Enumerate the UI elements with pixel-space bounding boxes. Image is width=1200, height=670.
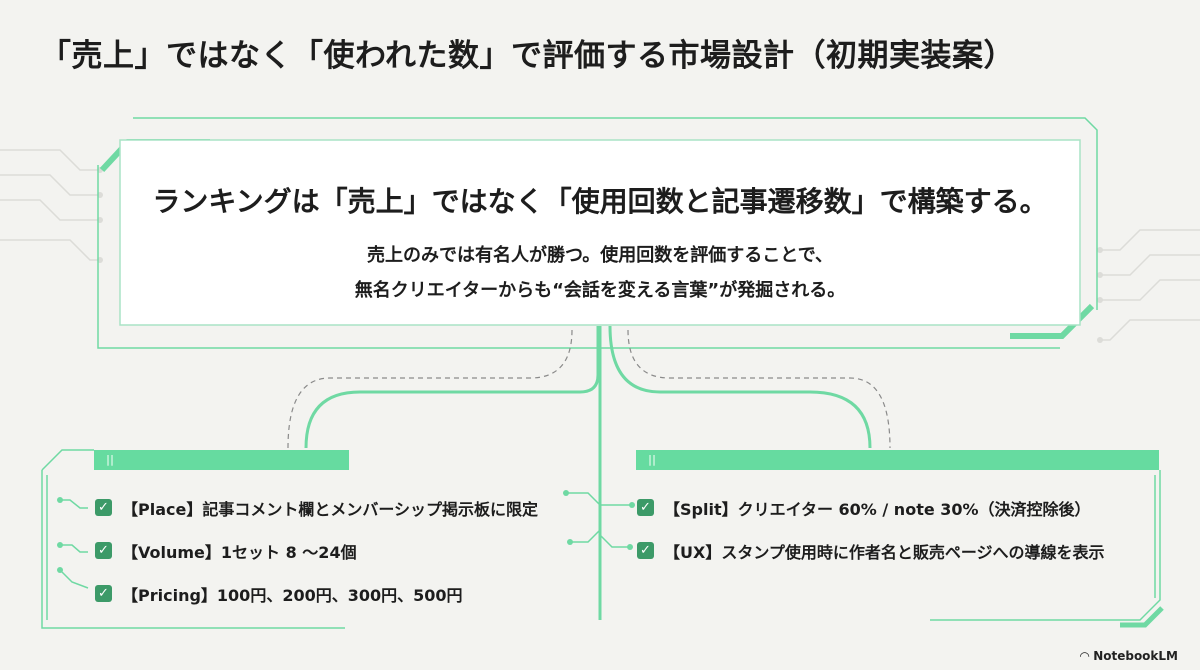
checkbox-icon: ✓ [637, 499, 654, 516]
list-item-text: 【Pricing】100円、200円、300円、500円 [122, 585, 463, 605]
hero-body: 売上のみでは有名人が勝つ。使用回数を評価することで、 無名クリエイターからも“会… [120, 238, 1080, 308]
hero-callout: ランキングは「売上」ではなく「使用回数と記事遷移数」で構築する。 売上のみでは有… [120, 140, 1080, 325]
list-item-ux: ✓ 【UX】スタンプ使用時に作者名と販売ページへの導線を表示 [637, 529, 1105, 572]
list-item-volume: ✓ 【Volume】1セット 8 〜24個 [95, 529, 538, 572]
left-card-list: ✓ 【Place】記事コメント欄とメンバーシップ掲示板に限定 ✓ 【Volume… [95, 486, 538, 615]
right-card-bar-mark: || [648, 453, 657, 466]
list-item-split: ✓ 【Split】クリエイター 60% / note 30%（決済控除後） [637, 486, 1105, 529]
notebooklm-watermark: ◠ NotebookLM [1080, 649, 1178, 663]
slide-title: 「売上」ではなく「使われた数」で評価する市場設計（初期実装案） [40, 38, 1015, 74]
list-item-pricing: ✓ 【Pricing】100円、200円、300円、500円 [95, 572, 538, 615]
hero-headline: ランキングは「売上」ではなく「使用回数と記事遷移数」で構築する。 [152, 185, 1048, 218]
checkbox-icon: ✓ [637, 542, 654, 559]
list-item-text: 【UX】スタンプ使用時に作者名と販売ページへの導線を表示 [664, 542, 1105, 562]
hero-body-line-1: 売上のみでは有名人が勝つ。使用回数を評価することで、 [366, 245, 834, 266]
right-card-header-bar: || [636, 450, 1159, 470]
checkbox-icon: ✓ [95, 585, 112, 602]
right-card-list: ✓ 【Split】クリエイター 60% / note 30%（決済控除後） ✓ … [637, 486, 1105, 572]
hero-body-line-2: 無名クリエイターからも“会話を変える言葉”が発掘される。 [354, 280, 846, 301]
list-item-text: 【Place】記事コメント欄とメンバーシップ掲示板に限定 [122, 499, 539, 519]
checkbox-icon: ✓ [95, 499, 112, 516]
left-card-bar-mark: || [106, 453, 115, 466]
checkbox-icon: ✓ [95, 542, 112, 559]
brand-label: NotebookLM [1093, 649, 1178, 663]
left-card-header-bar: || [94, 450, 349, 470]
notebooklm-logo-icon: ◠ [1079, 649, 1090, 663]
list-item-place: ✓ 【Place】記事コメント欄とメンバーシップ掲示板に限定 [95, 486, 538, 529]
list-item-text: 【Split】クリエイター 60% / note 30%（決済控除後） [664, 499, 1091, 519]
list-item-text: 【Volume】1セット 8 〜24個 [122, 542, 357, 562]
